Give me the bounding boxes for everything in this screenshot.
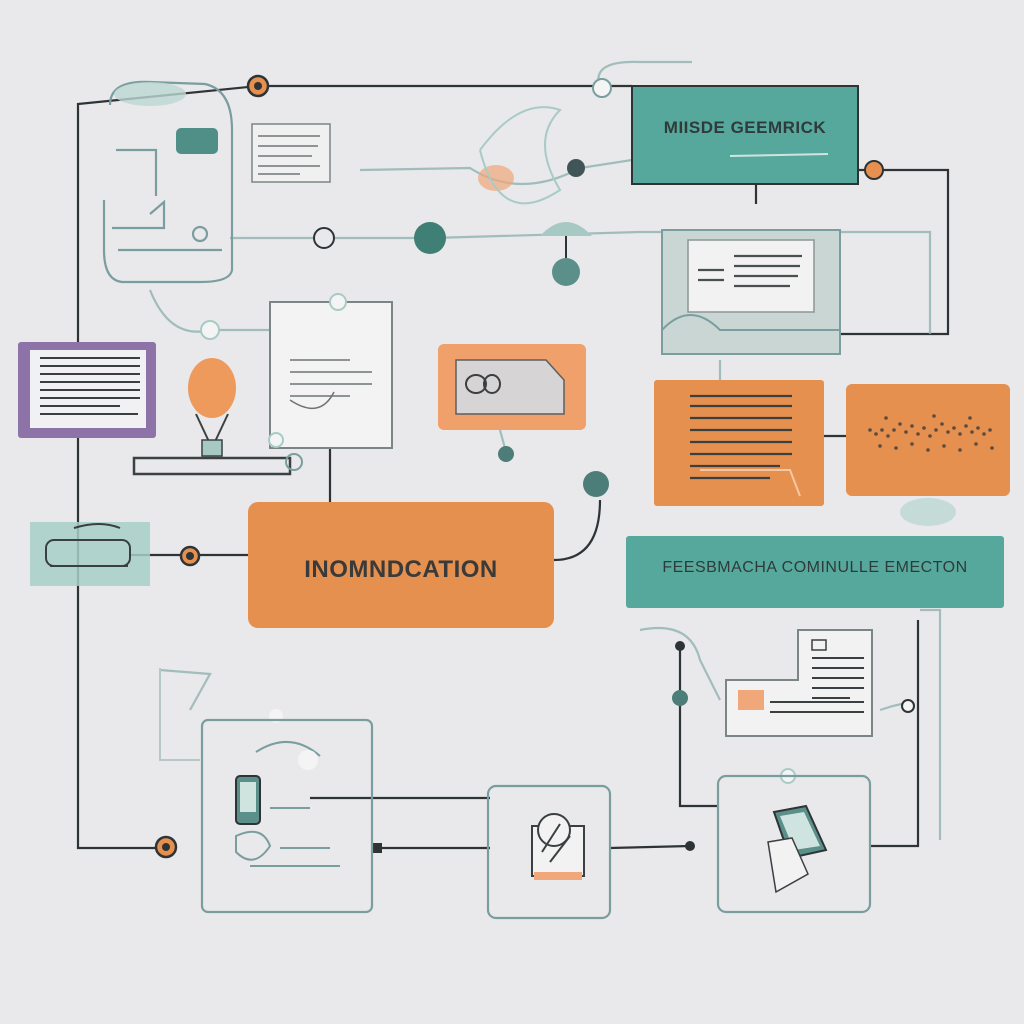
device-screen — [176, 128, 218, 154]
bulb-glass — [188, 358, 236, 418]
phone-frame — [200, 718, 374, 914]
lower-doc-frame — [725, 629, 873, 737]
device-icon — [102, 80, 234, 284]
sketch-wire-1 — [230, 230, 932, 334]
lightbulb-icon — [132, 320, 303, 476]
grey-panel-lines — [698, 254, 802, 288]
document-sheet — [251, 123, 331, 183]
certificate-frame — [486, 784, 612, 920]
lower-document — [725, 629, 873, 737]
node-cluster — [313, 78, 612, 286]
connector-nodes — [154, 74, 915, 859]
ticket-body — [455, 359, 565, 415]
purple-sheet-lines — [40, 357, 140, 415]
center-to-right — [553, 499, 602, 562]
center-box-frame — [248, 502, 554, 628]
bottom-right-link — [609, 844, 691, 850]
pendant-bulb — [552, 258, 580, 286]
center-label: INOMNDCATION — [304, 556, 498, 583]
sketch-doc-frame — [269, 301, 393, 449]
notebook-icon — [30, 522, 150, 586]
rightmost-rail — [870, 620, 920, 848]
orange-dotted-box — [846, 384, 1010, 526]
small-node — [567, 159, 585, 177]
lower-right-loop — [678, 645, 718, 808]
sketch-wire-3 — [597, 60, 692, 89]
node-top-right — [864, 160, 884, 180]
node-icon — [414, 222, 446, 254]
document-icon — [251, 123, 331, 183]
sketch-wire-10 — [920, 608, 942, 840]
orange-ticket — [438, 344, 586, 462]
right-banner-label: FEESBMACHA COMINULLE EMECTON — [662, 559, 968, 576]
orange-lined-box — [654, 380, 824, 506]
lamp-base — [132, 456, 292, 476]
tablet-icon — [716, 774, 872, 914]
dotted-box-frame — [846, 384, 1010, 496]
teal-curve — [479, 106, 562, 205]
grey-panel — [661, 229, 841, 355]
right-loop — [840, 168, 950, 336]
connector-lines — [76, 84, 950, 850]
right-teal-banner — [626, 536, 1004, 608]
teal-box-frame — [631, 85, 859, 185]
sketch-document — [268, 293, 393, 449]
sketch-wire-9 — [159, 668, 212, 711]
document-text-lines — [258, 135, 320, 175]
node-lower-right — [672, 690, 688, 706]
center-orange-box — [248, 502, 554, 628]
device-glow — [114, 82, 186, 106]
device-tray — [112, 199, 166, 230]
sketch-wire-5 — [639, 626, 721, 701]
device-arm — [116, 148, 158, 196]
node-center-right — [583, 471, 609, 497]
pendant-cap — [540, 222, 592, 236]
notebook-panel — [30, 522, 150, 586]
device-body — [102, 80, 234, 284]
banner-frame — [626, 536, 1004, 608]
tablet-frame — [716, 774, 872, 914]
certificate-icon — [486, 784, 612, 920]
device-knob — [191, 225, 209, 243]
top-right-label: MIISDE GEEMRICK — [663, 118, 827, 137]
top-teal-box — [631, 85, 859, 185]
purple-document — [18, 342, 156, 438]
phone-icon — [159, 668, 374, 914]
